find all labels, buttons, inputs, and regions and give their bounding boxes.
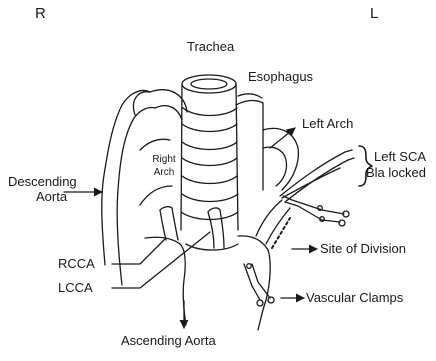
- label-lcca: LCCA: [58, 281, 93, 295]
- label-ascending-aorta: Ascending Aorta: [121, 334, 216, 348]
- trachea-drawing: [181, 75, 238, 230]
- label-left-arch: Left Arch: [302, 117, 353, 131]
- label-left-sca-line1: Left SCA: [374, 150, 426, 164]
- side-label-left: L: [370, 6, 378, 23]
- left-vessel-drawing: [256, 200, 290, 244]
- left-arch-drawing: [263, 128, 298, 190]
- label-descending-aorta-line1: Descending: [8, 175, 77, 189]
- label-descending-aorta-line2: Aorta: [36, 190, 67, 204]
- label-vascular-clamps: Vascular Clamps: [306, 291, 403, 305]
- lcca-drawing: [208, 208, 224, 248]
- descending-aorta-drawing: [102, 91, 155, 285]
- label-rcca: RCCA: [58, 257, 95, 271]
- rcca-drawing: [160, 207, 178, 240]
- label-right-arch-line1: Right: [146, 154, 182, 165]
- leader-left-arch: [270, 128, 295, 148]
- esophagus-drawing: [236, 94, 263, 190]
- right-arch-drawing: [140, 90, 187, 205]
- side-label-right: R: [35, 6, 46, 23]
- label-esophagus: Esophagus: [248, 70, 313, 84]
- leader-lcca: [112, 232, 210, 288]
- label-trachea: Trachea: [187, 40, 234, 54]
- left-sca-drawing: [280, 150, 354, 202]
- label-left-sca-line2: Bla locked: [366, 166, 426, 180]
- site-of-division-marker: [272, 218, 290, 248]
- label-site-of-division: Site of Division: [320, 242, 406, 256]
- label-right-arch-line2: Arch: [146, 167, 182, 178]
- vascular-clamp-upper: [283, 196, 349, 226]
